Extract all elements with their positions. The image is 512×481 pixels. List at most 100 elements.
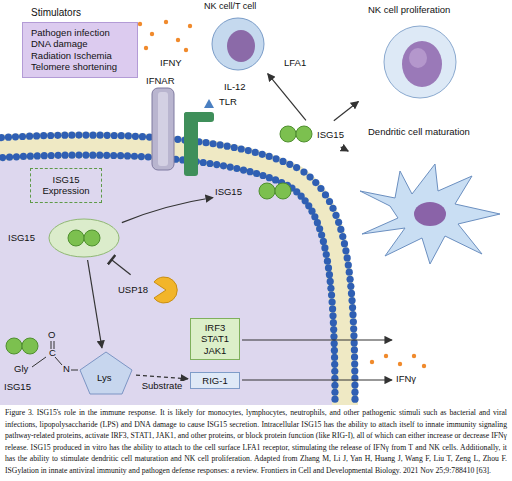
shape (34, 152, 41, 159)
shape (331, 340, 338, 347)
shape (321, 244, 328, 251)
protein-box: IRF3 STAT1 JAK1 (190, 318, 240, 360)
shape (350, 325, 357, 332)
extracellular-isg15: ISG15 (278, 122, 356, 146)
shape (12, 133, 19, 140)
shape (331, 382, 338, 389)
shape (328, 292, 335, 299)
shape (325, 264, 332, 271)
node-text: Pathogen infection DNA damage Radiation … (31, 27, 129, 73)
shape (110, 152, 117, 159)
isg15-pair (255, 178, 295, 204)
cell-shape (360, 18, 480, 102)
shape (245, 147, 252, 154)
shape (89, 152, 96, 159)
shape (350, 318, 357, 325)
shape (259, 172, 266, 179)
connector (111, 259, 131, 275)
shape (342, 247, 349, 254)
shape (330, 326, 337, 333)
shape (280, 126, 296, 142)
shape (220, 162, 227, 169)
shape (68, 152, 75, 159)
shape (275, 183, 291, 199)
dendritic-cell: Dendritic cell maturation (350, 126, 510, 266)
text-label: IL-12 (224, 82, 246, 92)
connector (136, 375, 188, 379)
node-label: ISG15 (215, 186, 242, 197)
shape (351, 389, 358, 396)
shape (316, 225, 323, 232)
protein-box: RIG-1 (190, 372, 240, 389)
node-label: ISG15 (8, 232, 35, 243)
shape (312, 179, 319, 186)
shape (209, 140, 216, 147)
shape (96, 132, 103, 139)
shape (346, 269, 353, 276)
shape (27, 153, 34, 160)
shape (331, 368, 338, 375)
shape (68, 230, 84, 246)
text-label: Gly (14, 364, 28, 374)
text-label: IFNY (160, 58, 182, 68)
shape (347, 276, 354, 283)
shape (259, 183, 275, 199)
isg15-pair (278, 122, 314, 146)
shape (96, 152, 103, 159)
shape (174, 136, 181, 143)
shape (351, 374, 358, 381)
shape (331, 396, 338, 403)
shape (306, 173, 313, 180)
shape (409, 48, 427, 68)
shape (293, 164, 300, 171)
shape (327, 278, 334, 285)
lys-pentagon: Lys (78, 350, 134, 396)
shape (348, 290, 355, 297)
shape (6, 154, 13, 161)
node-label: ISG15 (317, 129, 344, 140)
shape (75, 131, 82, 138)
shape (339, 233, 346, 240)
shape (341, 240, 348, 247)
shape (348, 297, 355, 304)
shape (48, 152, 55, 159)
pacman-shape (152, 276, 180, 304)
shape (145, 153, 152, 160)
shape (54, 132, 61, 139)
node-label: USP18 (118, 284, 148, 295)
shape (252, 149, 259, 156)
shape (320, 238, 327, 245)
shape (132, 133, 139, 140)
shape (331, 347, 338, 354)
shape (233, 165, 240, 172)
ifn-dots (138, 20, 426, 368)
text-label: ISG15 (4, 382, 31, 392)
cell-interior (0, 145, 345, 405)
node-text: IRF3 STAT1 JAK1 (196, 322, 234, 356)
shape (103, 152, 110, 159)
shape (331, 354, 338, 361)
connector (122, 198, 213, 223)
stimulator-box: StimulatorsPathogen infection DNA damage… (22, 22, 138, 78)
shape (55, 152, 62, 159)
shape (259, 151, 266, 158)
shape (402, 41, 442, 87)
shape (13, 153, 20, 160)
shape (33, 132, 40, 139)
figure: StimulatorsPathogen infection DNA damage… (0, 0, 512, 405)
shape (347, 283, 354, 290)
shape (351, 367, 358, 374)
shape (47, 132, 54, 139)
shape (286, 161, 293, 168)
shape (317, 185, 324, 192)
shape (384, 26, 456, 98)
shape (266, 153, 273, 160)
shape (125, 132, 132, 139)
shape (118, 132, 125, 139)
nk-proliferation-cell: NK cell proliferation (360, 4, 480, 102)
text-label: TLR (219, 97, 237, 107)
shape (40, 132, 47, 139)
figure-caption: Figure 3. ISG15's role in the immune res… (5, 407, 507, 477)
text-label: C (49, 348, 56, 358)
shape (318, 231, 325, 238)
